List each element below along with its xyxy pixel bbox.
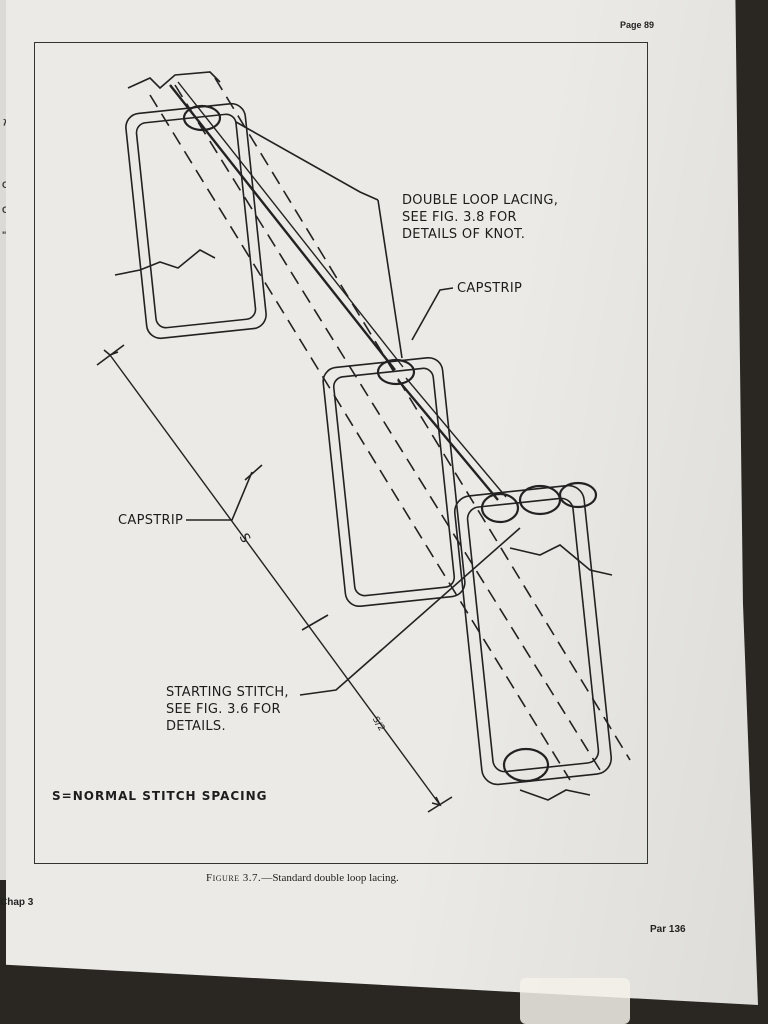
dimension-tick [427, 796, 453, 813]
manual-page [6, 0, 758, 1005]
leader-line [411, 287, 454, 341]
cord-loop [135, 113, 257, 329]
cord-loop [453, 484, 613, 786]
leader-line [235, 121, 379, 201]
rib-end [127, 71, 221, 90]
capstrip-edge [149, 94, 571, 781]
knot [182, 104, 222, 132]
leader-line [186, 471, 253, 521]
cord-loop [332, 367, 456, 597]
label-capstrip-right: CAPSTRIP [457, 281, 523, 296]
leader-line [299, 527, 521, 696]
leader-line [377, 199, 403, 359]
knot [502, 747, 550, 783]
knot [558, 481, 598, 509]
knot [480, 492, 520, 524]
lacing-cord [177, 81, 404, 368]
paragraph-label: Par 136 [650, 924, 686, 935]
capstrip-edge [214, 77, 631, 761]
page-number: Page 89 [620, 20, 655, 30]
figure-frame [34, 42, 648, 864]
lacing-cord [397, 379, 499, 501]
figure-caption-text: —Standard double loop lacing. [261, 872, 399, 884]
capstrip-edge [174, 84, 601, 771]
legend-stitch-spacing: S=NORMAL STITCH SPACING [52, 789, 268, 803]
figure-number: Figure 3.7. [206, 872, 262, 884]
rib-end [519, 789, 591, 801]
chapter-label: Chap 3 [0, 897, 34, 908]
label-double-loop-lacing: DOUBLE LOOP LACING, SEE FIG. 3.8 FOR DET… [402, 193, 559, 242]
lacing-cord [405, 377, 507, 498]
figure-caption: Figure 3.7.—Standard double loop lacing. [206, 872, 399, 884]
dimension-tick [244, 464, 263, 481]
dimension-tick [301, 614, 329, 631]
lacing-cord [169, 84, 396, 371]
label-capstrip-left: CAPSTRIP [118, 513, 184, 528]
label-starting-stitch: STARTING STITCH, SEE FIG. 3.6 FOR DETAIL… [166, 685, 289, 734]
arrowhead [431, 796, 442, 807]
knot [376, 358, 416, 386]
dimension-tick [96, 344, 125, 366]
cord-loop [466, 497, 600, 773]
rib-end [509, 544, 613, 576]
cord-loop [322, 356, 466, 608]
cord-loop [125, 102, 267, 340]
rib-end [114, 249, 216, 276]
knot [518, 484, 562, 516]
background-object [520, 978, 630, 1024]
dimension-line [109, 354, 441, 806]
